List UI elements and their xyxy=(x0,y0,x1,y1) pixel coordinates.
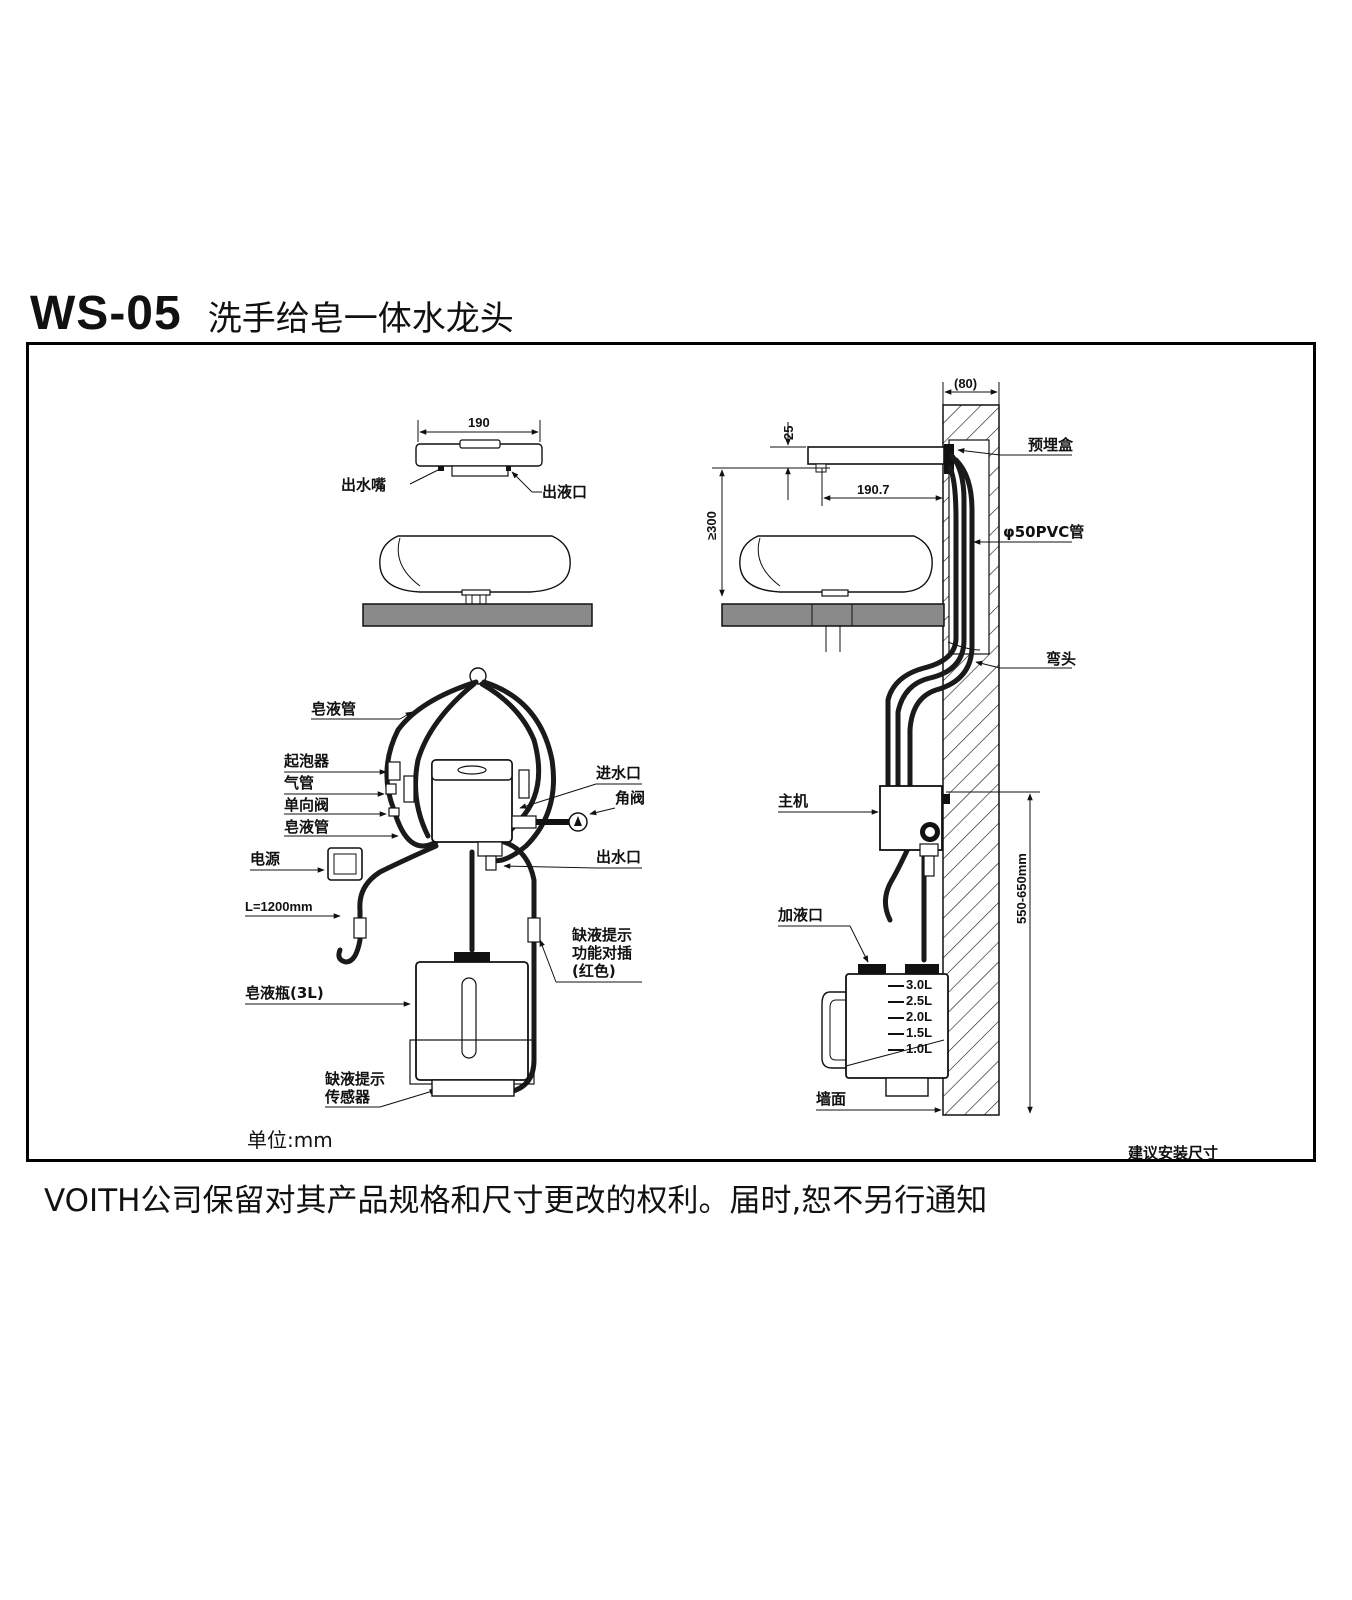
label-soap-tube-top: 皂液管 xyxy=(311,700,356,718)
unit-note: 单位:mm xyxy=(247,1128,333,1152)
left-control-unit xyxy=(431,759,588,871)
right-faucet-side: 25 190.7 ≥300 xyxy=(704,422,954,597)
right-main-unit xyxy=(879,785,950,877)
dim-projection: 190.7 xyxy=(857,482,890,497)
label-low-liquid-3: (红色) xyxy=(572,962,616,980)
right-soap-bottle: 3.0L 2.5L 2.0L 1.5L 1.0L xyxy=(821,964,949,1097)
product-name: 洗手给皂一体水龙头 xyxy=(207,299,514,339)
bottle-scale-4: 1.5L xyxy=(906,1025,932,1040)
drawing-frame xyxy=(26,342,1316,1162)
power-adapter xyxy=(327,847,363,881)
label-main-unit: 主机 xyxy=(778,792,808,810)
bottle-scale-1: 3.0L xyxy=(906,977,932,992)
label-low-liquid-2: 功能对插 xyxy=(572,944,632,962)
label-soap-tube: 皂液管 xyxy=(284,818,329,836)
label-sensor-1: 缺液提示 xyxy=(324,1070,385,1088)
label-fill-port: 加液口 xyxy=(777,906,823,924)
disclaimer: VOITH公司保留对其产品规格和尺寸更改的权利。届时,恕不另行通知 xyxy=(44,1183,988,1219)
page-header: WS-05 洗手给皂一体水龙头 xyxy=(30,278,514,338)
left-fittings xyxy=(353,761,541,943)
label-sensor-2: 传感器 xyxy=(324,1088,371,1106)
left-countertop xyxy=(362,603,593,627)
label-water-outlet: 出水口 xyxy=(596,848,641,866)
label-foamer: 起泡器 xyxy=(283,752,330,770)
label-soap-bottle: 皂液瓶(3L) xyxy=(245,984,324,1002)
bottle-scale-2: 2.5L xyxy=(906,993,932,1008)
label-pvc-pipe: φ50PVC管 xyxy=(1003,523,1084,541)
dim-min-height: ≥300 xyxy=(704,511,719,540)
label-power: 电源 xyxy=(250,850,280,868)
dim-width-190: 190 xyxy=(468,415,490,430)
model-number: WS-05 xyxy=(30,287,182,340)
label-air-tube: 气管 xyxy=(283,774,314,792)
right-labels: 预埋盒 φ50PVC管 弯头 主机 加液口 墙面 550-650mm 建议安装尺… xyxy=(777,436,1218,1162)
label-embedded-box: 预埋盒 xyxy=(1028,436,1074,454)
right-hoses xyxy=(883,453,981,963)
label-low-liquid-1: 缺液提示 xyxy=(571,926,632,944)
label-spout: 出水嘴 xyxy=(341,476,386,494)
recommendation-note: 建议安装尺寸 xyxy=(1128,1144,1218,1162)
right-countertop xyxy=(721,603,945,627)
dim-spout-height: 25 xyxy=(781,426,796,440)
label-water-inlet: 进水口 xyxy=(596,764,641,782)
left-labels: 皂液管 起泡器 气管 单向阀 皂液管 电源 L=1200mm 进水口 角阀 出水… xyxy=(245,700,645,1152)
label-check-valve: 单向阀 xyxy=(284,796,329,814)
bottle-scale-3: 2.0L xyxy=(906,1009,932,1024)
right-basin xyxy=(721,535,945,652)
left-basin xyxy=(362,535,593,627)
bottle-scale-5: 1.0L xyxy=(906,1041,932,1056)
left-soap-bottle xyxy=(409,952,535,1097)
dim-wall-depth: (80) xyxy=(954,376,977,391)
dim-install-height: 550-650mm xyxy=(1014,853,1029,924)
label-wall: 墙面 xyxy=(816,1090,846,1108)
label-angle-valve: 角阀 xyxy=(615,789,645,807)
left-top-view: 190 出水嘴 出液口 xyxy=(341,415,587,501)
label-cable-length: L=1200mm xyxy=(245,899,313,914)
label-soap-outlet: 出液口 xyxy=(542,483,587,501)
label-elbow: 弯头 xyxy=(1046,650,1076,668)
